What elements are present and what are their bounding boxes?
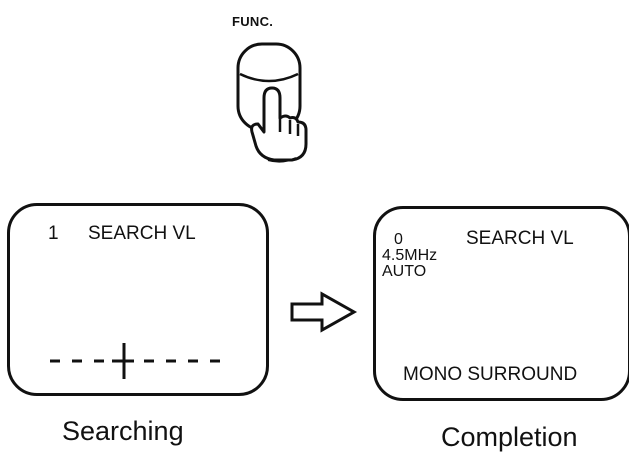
tuning-indicator-icon (50, 343, 220, 379)
searching-screen (7, 203, 269, 396)
right-arrow-icon (290, 291, 358, 333)
func-button[interactable] (226, 36, 316, 171)
channel-number: 1 (48, 223, 59, 244)
searching-caption: Searching (62, 416, 184, 446)
completion-caption: Completion (441, 422, 578, 452)
pressing-hand-icon (236, 42, 308, 163)
completion-screen (373, 206, 629, 401)
surround-label: MONO SURROUND (403, 364, 578, 385)
completion-search-mode-label: SEARCH VL (466, 228, 574, 249)
auto-label: AUTO (382, 263, 427, 280)
search-mode-label: SEARCH VL (88, 223, 196, 244)
frequency-label: 4.5MHz (382, 247, 438, 264)
completion-channel-number: 0 (394, 231, 403, 248)
func-button-label: FUNC. (232, 14, 274, 29)
